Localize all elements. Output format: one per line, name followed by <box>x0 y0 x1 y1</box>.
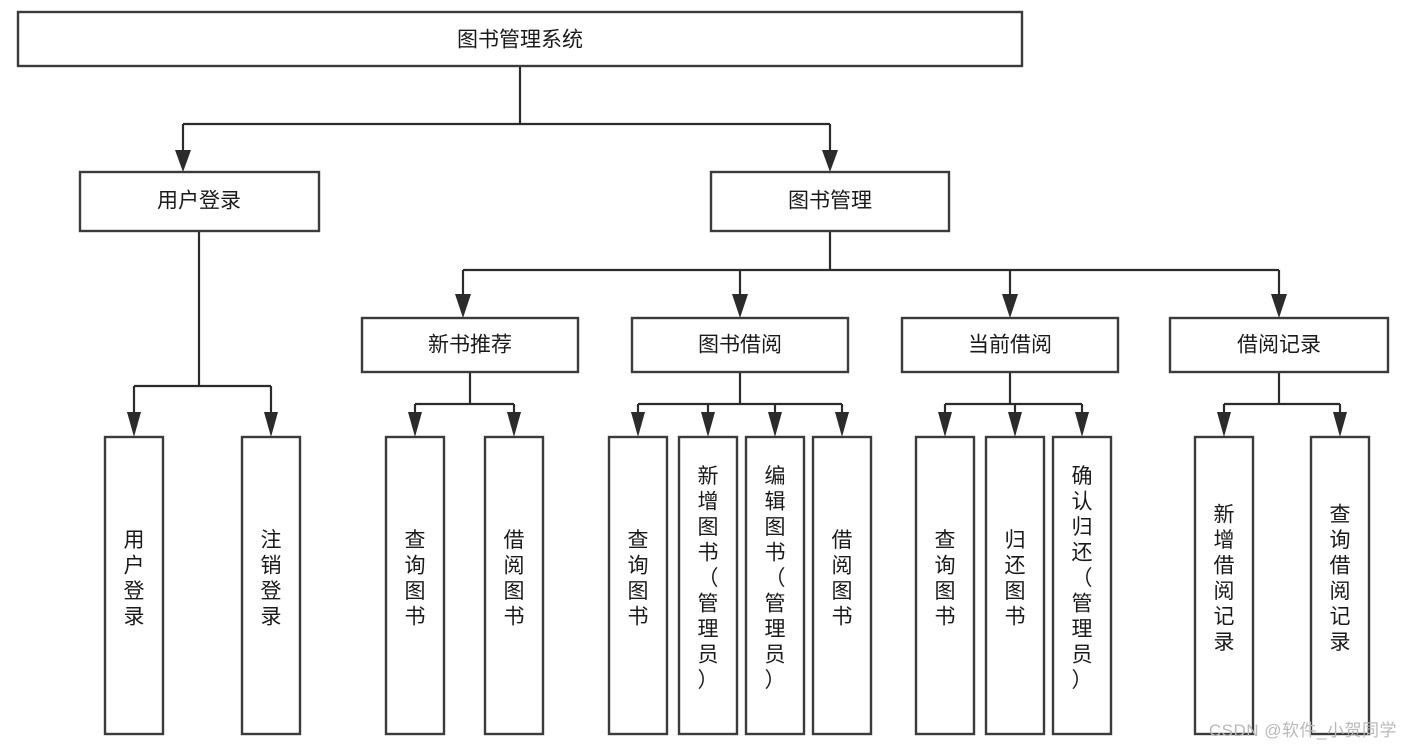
arrow-head-icon <box>1075 412 1089 437</box>
node-label-leaf: 归还图书 <box>1005 529 1026 629</box>
arrow-head-icon <box>1271 294 1287 318</box>
connector-bookborrow-to-leaves <box>636 372 844 418</box>
node-box <box>360 316 580 374</box>
node-box <box>1193 435 1255 736</box>
node-leaf-query-book-2[interactable]: 查询图书 <box>607 435 669 736</box>
node-borrow-record[interactable]: 借阅记录 <box>1168 316 1390 374</box>
arrow-head-icon <box>1008 412 1022 437</box>
connector-userlogin-to-leaves <box>132 231 273 418</box>
node-label-leaf: 新增图书（管理员） <box>698 465 719 692</box>
arrow-head-icon <box>732 294 748 318</box>
node-label-leaf: 借阅图书 <box>832 529 853 629</box>
node-current-borrow[interactable]: 当前借阅 <box>900 316 1120 374</box>
node-label-root: 图书管理系统 <box>457 29 583 52</box>
node-label-book-borrow: 图书借阅 <box>698 334 782 357</box>
node-book-borrow[interactable]: 图书借阅 <box>630 316 850 374</box>
connector-group-root <box>175 66 838 172</box>
node-box <box>1051 435 1113 736</box>
node-box <box>607 435 669 736</box>
node-box <box>630 316 850 374</box>
connector-currentborrow-to-leaves <box>943 372 1084 418</box>
node-leaf-borrow-book-2[interactable]: 借阅图书 <box>811 435 873 736</box>
node-root-system[interactable]: 图书管理系统 <box>16 10 1024 68</box>
connector-group-current-borrow <box>938 372 1089 437</box>
node-box <box>984 435 1046 736</box>
connector-root-to-level2 <box>181 66 832 158</box>
node-leaf-query-borrow-record[interactable]: 查询借阅记录 <box>1309 435 1371 736</box>
node-label-user-login: 用户登录 <box>157 190 241 213</box>
node-book-manage[interactable]: 图书管理 <box>709 170 951 233</box>
node-box <box>16 10 1024 68</box>
arrow-head-icon <box>822 150 838 172</box>
node-box <box>744 435 806 736</box>
arrow-head-icon <box>701 412 715 437</box>
node-box <box>78 170 321 233</box>
node-box <box>240 435 302 736</box>
node-leaf-edit-book[interactable]: 编辑图书（管理员） <box>744 435 806 736</box>
node-box <box>914 435 976 736</box>
node-label-leaf: 查询图书 <box>935 529 956 629</box>
node-box <box>1168 316 1390 374</box>
arrow-head-icon <box>127 412 141 437</box>
arrow-head-icon <box>1002 294 1018 318</box>
node-box <box>709 170 951 233</box>
node-label-leaf: 查询借阅记录 <box>1330 503 1351 654</box>
arrow-head-icon <box>455 294 471 318</box>
arrow-head-icon <box>408 412 422 437</box>
node-label-new-book-recommend: 新书推荐 <box>428 334 512 357</box>
node-user-login[interactable]: 用户登录 <box>78 170 321 233</box>
node-label-borrow-record: 借阅记录 <box>1237 334 1321 357</box>
arrow-head-icon <box>835 412 849 437</box>
arrow-head-icon <box>1333 412 1347 437</box>
node-box <box>384 435 446 736</box>
node-leaf-add-borrow-record[interactable]: 新增借阅记录 <box>1193 435 1255 736</box>
node-label-leaf: 编辑图书（管理员） <box>765 465 786 692</box>
node-label-leaf: 查询图书 <box>405 529 426 629</box>
arrow-head-icon <box>507 412 521 437</box>
arrow-head-icon <box>631 412 645 437</box>
connector-bookmanage-to-level3 <box>461 231 1281 300</box>
node-label-leaf: 确认归还（管理员） <box>1072 465 1093 692</box>
connector-group-new-book <box>408 372 521 437</box>
connector-borrowrecord-to-leaves <box>1222 372 1342 418</box>
node-box <box>811 435 873 736</box>
node-leaf-add-book[interactable]: 新增图书（管理员） <box>677 435 739 736</box>
arrow-head-icon <box>1217 412 1231 437</box>
node-new-book-recommend[interactable]: 新书推荐 <box>360 316 580 374</box>
node-label-book-manage: 图书管理 <box>788 190 872 213</box>
csdn-watermark: CSDN @软件_小贺同学 <box>1208 721 1397 740</box>
node-leaf-return-book[interactable]: 归还图书 <box>984 435 1046 736</box>
arrow-head-icon <box>264 412 278 437</box>
node-leaf-confirm-return[interactable]: 确认归还（管理员） <box>1051 435 1113 736</box>
node-box <box>900 316 1120 374</box>
node-box <box>1309 435 1371 736</box>
node-label-current-borrow: 当前借阅 <box>968 334 1052 357</box>
node-label-leaf: 新增借阅记录 <box>1214 503 1235 654</box>
connector-group-user-login <box>127 231 278 437</box>
node-leaf-query-book-3[interactable]: 查询图书 <box>914 435 976 736</box>
arrow-head-icon <box>175 150 191 172</box>
node-box <box>103 435 165 736</box>
node-leaf-user-login[interactable]: 用户登录 <box>103 435 165 736</box>
connector-group-book-borrow <box>631 372 849 437</box>
node-label-leaf: 用户登录 <box>124 529 145 629</box>
node-leaf-logout[interactable]: 注销登录 <box>240 435 302 736</box>
connector-newbook-to-leaves <box>413 372 516 418</box>
connector-group-borrow-record <box>1217 372 1347 437</box>
node-box <box>483 435 545 736</box>
arrow-head-icon <box>768 412 782 437</box>
node-box <box>677 435 739 736</box>
arrow-head-icon <box>938 412 952 437</box>
node-label-leaf: 借阅图书 <box>504 529 525 629</box>
connector-group-book-manage <box>455 231 1287 318</box>
node-leaf-query-book-1[interactable]: 查询图书 <box>384 435 446 736</box>
node-label-leaf: 查询图书 <box>628 529 649 629</box>
node-leaf-borrow-book-1[interactable]: 借阅图书 <box>483 435 545 736</box>
node-label-leaf: 注销登录 <box>261 529 282 629</box>
